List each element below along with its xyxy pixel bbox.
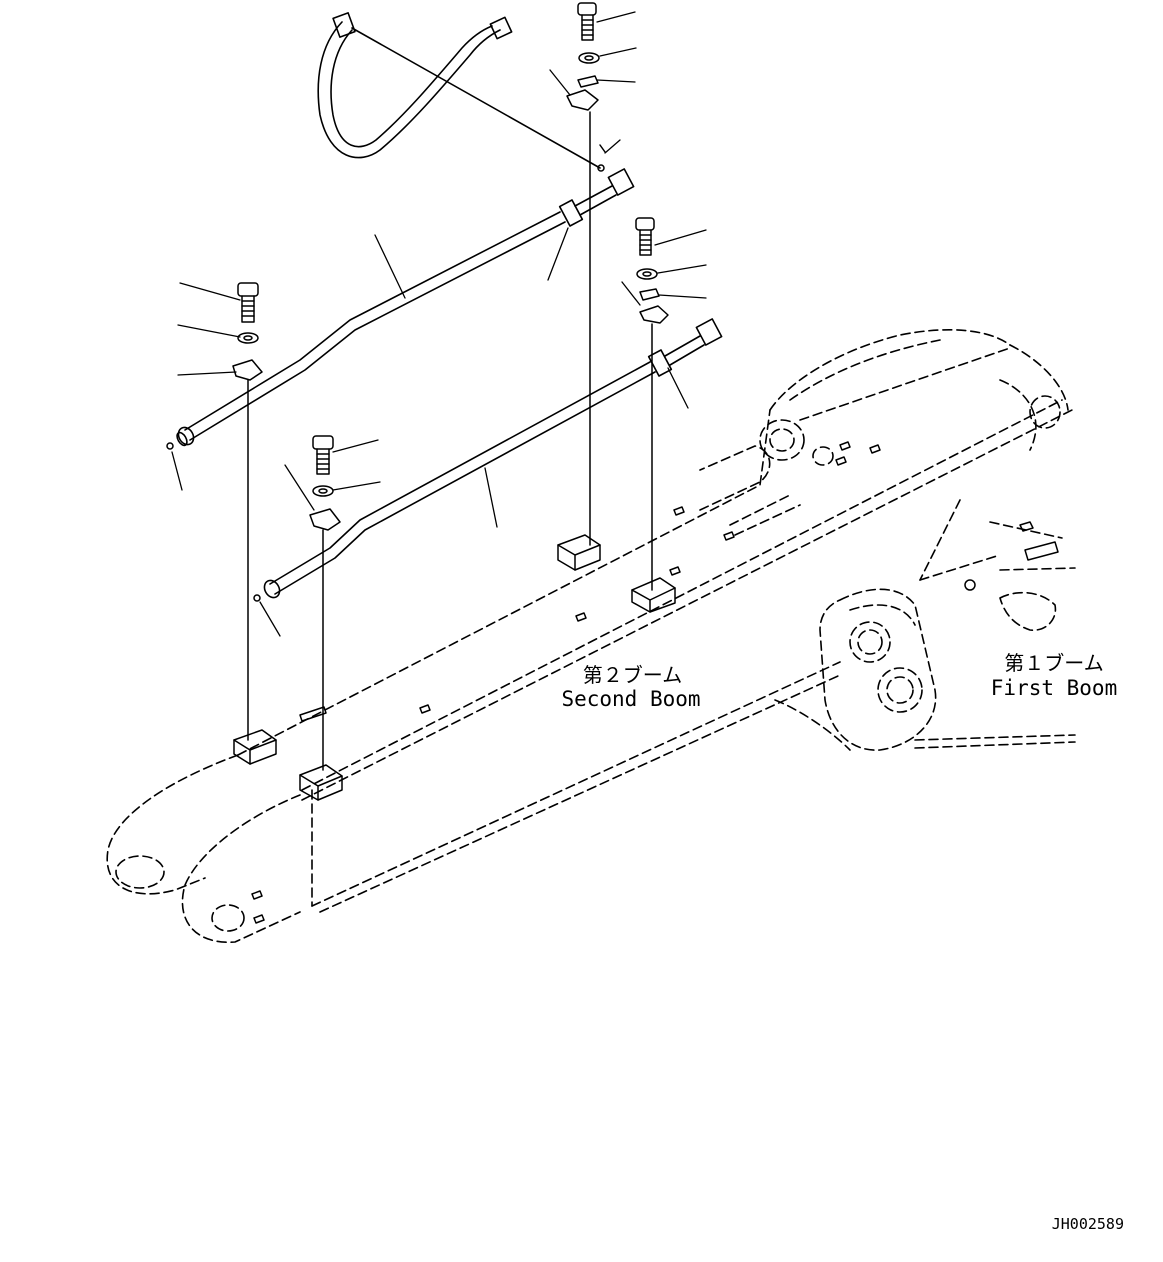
clamp-stack-left — [166, 282, 263, 741]
clamp-stack-middle — [635, 217, 669, 591]
clamp-stack-lower — [309, 435, 341, 771]
upper-pipe — [176, 168, 635, 447]
flexible-hose — [317, 12, 601, 169]
clamp-stack-top — [566, 2, 606, 546]
first-boom-label: First Boom — [990, 676, 1118, 700]
first-boom-outline — [774, 554, 1076, 751]
drawing-code: JH002589 — [1051, 1215, 1124, 1233]
boom-brackets — [233, 441, 1059, 924]
leader-lines — [171, 11, 707, 637]
second-boom-label: Second Boom — [561, 687, 701, 711]
first-boom-label-jp: 第１ブーム — [1004, 651, 1104, 675]
second-boom-outline — [106, 329, 1076, 943]
second-boom-label-jp: 第２ブーム — [582, 663, 683, 687]
lower-pipe — [263, 318, 723, 599]
